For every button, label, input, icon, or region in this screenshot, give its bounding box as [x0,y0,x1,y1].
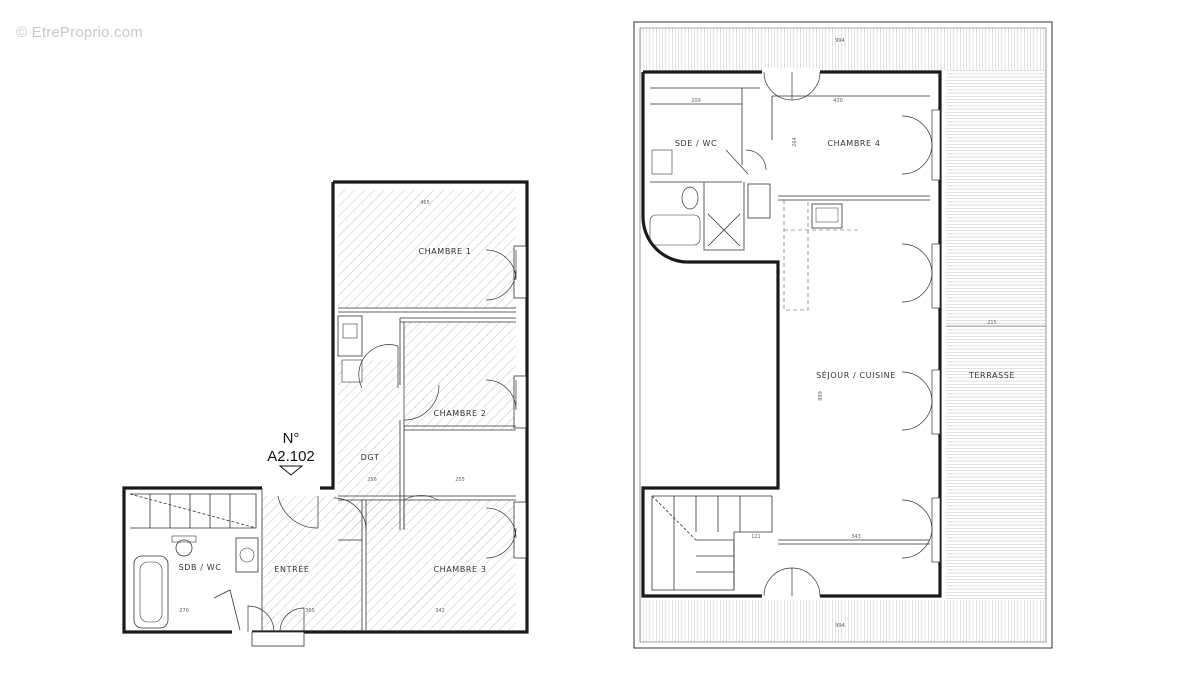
dimension-label: 343 [851,534,861,540]
room-label-sde-wc: SDE / WC [675,139,717,148]
dimension-label: 430 [833,98,843,104]
room-label-entree: ENTRÉE [274,563,309,574]
room-label-sejour-cuisine: SÉJOUR / CUISINE [816,369,896,380]
room-label-chambre-3: CHAMBRE 3 [433,565,486,574]
dimension-label: 342 [435,608,445,614]
lot-number: A2.102 [267,448,315,465]
dimension-label: 365 [305,608,315,614]
watermark: © EtreProprio.com [16,24,143,41]
dimension-label: 255 [455,477,465,483]
dimension-label: 994 [835,623,845,629]
dimension-label: 121 [751,534,761,540]
dimension-label: 270 [179,608,189,614]
dimension-label: 994 [835,38,845,44]
lot-number-prefix: N° [283,430,300,447]
room-label-chambre-2: CHAMBRE 2 [433,409,486,418]
room-label-chambre-1: CHAMBRE 1 [418,247,471,256]
dimension-label: 215 [987,320,997,326]
room-label-terrasse: TERRASSE [968,371,1015,380]
dimension-label: 256 [367,477,377,483]
room-label-sdb-wc: SDB / WC [179,563,222,572]
dimension-label: 264 [792,137,798,147]
dimension-label: 209 [691,98,701,104]
lower-level-plan: CHAMBRE 1 CHAMBRE 2 CHAMBRE 3 DGT ENTRÉE… [122,180,529,647]
dimension-label: 899 [818,391,824,401]
entrance-arrow-icon [278,465,304,476]
room-label-chambre-4: CHAMBRE 4 [827,139,880,148]
upper-level-plan: SDE / WC CHAMBRE 4 SÉJOUR / CUISINE TERR… [633,21,1053,649]
dimension-label: 465 [420,200,430,206]
room-label-dgt: DGT [361,453,380,462]
window-doors [901,109,941,563]
